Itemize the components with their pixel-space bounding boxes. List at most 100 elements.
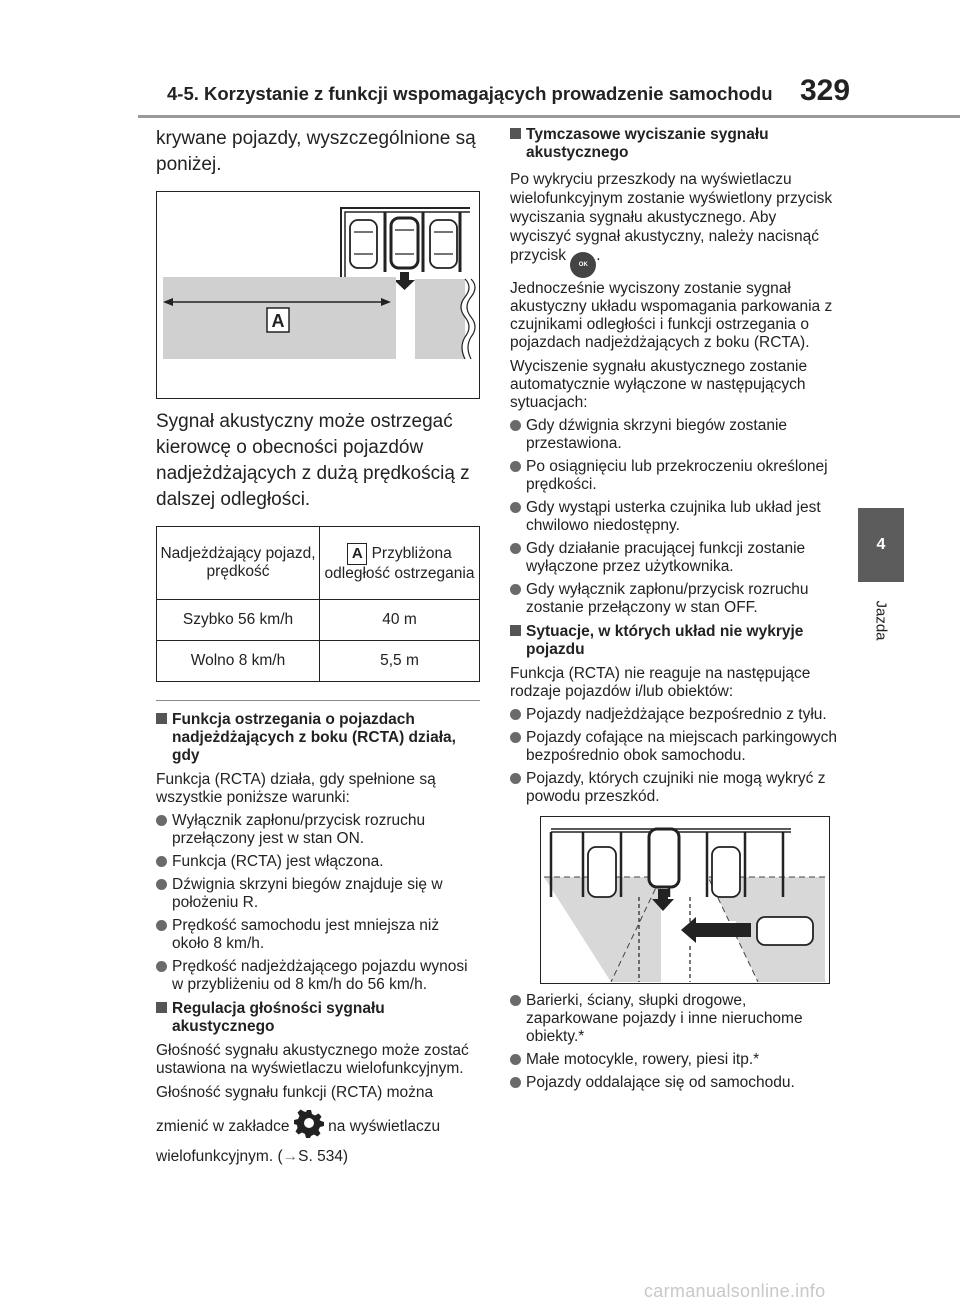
table-row: Wolno 8 km/h 5,5 m <box>156 640 480 682</box>
chapter-tab-number: 4 <box>876 536 886 553</box>
section-text: Jednocześnie wyciszony zostanie sygnał a… <box>510 280 833 351</box>
bullet-dot-icon <box>510 1077 521 1088</box>
left-column: krywane pojazdy, wyszczególnione są poni… <box>156 126 480 1172</box>
arrow-icon: → <box>282 1148 299 1165</box>
list-item: Dźwignia skrzyni biegów znajduje się w p… <box>156 876 480 912</box>
parking-distance-figure: A <box>156 191 480 399</box>
section-heading-text: Regulacja głośności sygnału akustycznego <box>172 1000 385 1035</box>
section-heading-mute: Tymczasowe wyciszanie sygnału akustyczne… <box>510 126 840 162</box>
section-text: Głośność sygnału akustycznego może zosta… <box>156 1042 469 1077</box>
bullet-dot-icon <box>510 461 521 472</box>
list-item: Pojazdy oddalające się od samochodu. <box>510 1074 840 1092</box>
header-rule <box>138 115 960 118</box>
list-item: Małe motocykle, rowery, piesi itp.* <box>510 1051 840 1069</box>
gear-icon <box>293 1109 324 1138</box>
right-column: Tymczasowe wyciszanie sygnału akustyczne… <box>510 126 840 1092</box>
bullet-dot-icon <box>156 961 167 972</box>
page-header-title: 4-5. Korzystanie z funkcji wspomagającyc… <box>167 83 773 104</box>
list-item-text: Prędkość nadjeżdżającego pojazdu wynosi … <box>172 958 468 993</box>
cross-traffic-figure <box>540 816 830 984</box>
table-cell-distance: 5,5 m <box>319 640 480 682</box>
table-header-label-a: A <box>347 543 368 565</box>
chapter-tab-label-text: Jazda <box>872 599 890 641</box>
list-item-text: Gdy dźwignia skrzyni biegów zostanie prz… <box>526 417 788 452</box>
list-item-text: Gdy wyłącznik zapłonu/przycisk rozruchu … <box>526 581 809 616</box>
section-heading-text: Sytuacje, w których układ nie wykryje po… <box>526 623 804 658</box>
section-text: Funkcja (RCTA) nie reaguje na następując… <box>510 665 811 700</box>
bullet-dot-icon <box>510 502 521 513</box>
table-cell-speed: Wolno 8 km/h <box>156 640 320 682</box>
list-item: Pojazdy cofające na miejscach parkingowy… <box>510 729 840 765</box>
section-heading-text: Funkcja ostrzegania o pojazdach nadjeżdż… <box>172 711 456 764</box>
section-text-part: Głośność sygnału funkcji (RCTA) można zm… <box>156 1084 434 1135</box>
table-header-distance-text: Przybliżona odległość ostrzegania <box>324 545 475 582</box>
bullet-dot-icon <box>510 773 521 784</box>
table-row: Szybko 56 km/h 40 m <box>156 599 480 641</box>
list-item-text: Pojazdy cofające na miejscach parkingowy… <box>526 729 838 764</box>
bullet-dot-icon <box>510 584 521 595</box>
list-item-text: Pojazdy, których czujniki nie mogą wykry… <box>526 770 826 805</box>
list-item: Gdy dźwignia skrzyni biegów zostanie prz… <box>510 417 840 453</box>
square-bullet-icon <box>156 1002 167 1013</box>
table-cell-speed: Szybko 56 km/h <box>156 599 320 641</box>
section-heading-volume: Regulacja głośności sygnału akustycznego <box>156 1000 480 1036</box>
list-item: Po osiągnięciu lub przekroczeniu określo… <box>510 458 840 494</box>
list-item-text: Wyłącznik zapłonu/przycisk rozruchu prze… <box>172 812 426 847</box>
bullet-dot-icon <box>510 543 521 554</box>
table-header-row: Nadjeżdżający pojazd, prędkość A Przybli… <box>156 526 480 600</box>
cross-traffic-illustration <box>544 827 825 983</box>
section-heading-text: Tymczasowe wyciszanie sygnału akustyczne… <box>526 126 769 161</box>
list-item: Barierki, ściany, słupki drogowe, zapark… <box>510 992 840 1046</box>
square-bullet-icon <box>156 713 167 724</box>
list-item-text: Gdy działanie pracującej funkcji zostani… <box>526 540 806 575</box>
bullet-dot-icon <box>510 732 521 743</box>
list-item-text: Barierki, ściany, słupki drogowe, zapark… <box>526 992 803 1045</box>
chapter-tab: 4 <box>858 508 904 582</box>
section-text: Funkcja (RCTA) działa, gdy spełnione są … <box>156 771 436 806</box>
bullet-dot-icon <box>510 995 521 1006</box>
bullet-dot-icon <box>156 815 167 826</box>
table-header-distance: A Przybliżona odległość ostrzegania <box>319 526 480 600</box>
figure-label-a: A <box>272 311 285 331</box>
list-item-text: Gdy wystąpi usterka czujnika lub układ j… <box>526 499 821 534</box>
bullet-dot-icon <box>156 879 167 890</box>
list-item-text: Dźwignia skrzyni biegów znajduje się w p… <box>172 876 443 911</box>
page-number: 329 <box>800 74 851 107</box>
chapter-tab-label: Jazda <box>858 590 904 650</box>
bullet-dot-icon <box>510 1054 521 1065</box>
warning-paragraph: Sygnał akustyczny może ostrzegać kierowc… <box>156 411 470 510</box>
list-item-text: Małe motocykle, rowery, piesi itp.* <box>526 1051 760 1068</box>
square-bullet-icon <box>510 625 521 636</box>
bullet-dot-icon <box>510 709 521 720</box>
square-bullet-icon <box>510 128 521 139</box>
section-text-ok: Po wykryciu przeszkody na wyświetlaczu w… <box>510 170 840 278</box>
section-heading-not-detected: Sytuacje, w których układ nie wykryje po… <box>510 623 840 659</box>
list-item-text: Pojazdy nadjeżdżające bezpośrednio z tył… <box>526 706 827 723</box>
section-text-part: na wyświetlaczu wielofunkcyjnym. ( <box>156 1118 441 1165</box>
section-text-part: S. 534) <box>298 1148 349 1165</box>
section-text-part: Po wykryciu przeszkody na wyświetlaczu w… <box>510 171 833 264</box>
bullet-dot-icon <box>510 420 521 431</box>
list-item: Pojazdy, których czujniki nie mogą wykry… <box>510 770 840 806</box>
list-item: Pojazdy nadjeżdżające bezpośrednio z tył… <box>510 706 840 724</box>
section-text: Wyciszenie sygnału akustycznego zostanie… <box>510 358 808 411</box>
distance-table: Nadjeżdżający pojazd, prędkość A Przybli… <box>156 526 480 682</box>
list-item: Gdy wystąpi usterka czujnika lub układ j… <box>510 499 840 535</box>
list-item: Funkcja (RCTA) jest włączona. <box>156 853 480 871</box>
section-text-settings: Głośność sygnału funkcji (RCTA) można zm… <box>156 1078 480 1172</box>
bullet-dot-icon <box>156 856 167 867</box>
ok-button-icon: OK <box>570 252 597 278</box>
list-item-text: Prędkość samochodu jest mniejsza niż oko… <box>172 917 440 952</box>
list-item: Gdy wyłącznik zapłonu/przycisk rozruchu … <box>510 581 840 617</box>
list-item-text: Funkcja (RCTA) jest włączona. <box>172 853 384 870</box>
list-item: Gdy działanie pracującej funkcji zostani… <box>510 540 840 576</box>
parking-distance-illustration: A <box>163 207 476 360</box>
watermark: carmanualsonline.info <box>644 1281 826 1301</box>
table-header-speed: Nadjeżdżający pojazd, prędkość <box>156 526 320 600</box>
list-item: Wyłącznik zapłonu/przycisk rozruchu prze… <box>156 812 480 848</box>
intro-text: krywane pojazdy, wyszczególnione są poni… <box>156 128 476 175</box>
section-divider <box>156 700 480 701</box>
list-item: Prędkość nadjeżdżającego pojazdu wynosi … <box>156 958 480 994</box>
list-item-text: Pojazdy oddalające się od samochodu. <box>526 1074 795 1091</box>
table-cell-distance: 40 m <box>319 599 480 641</box>
